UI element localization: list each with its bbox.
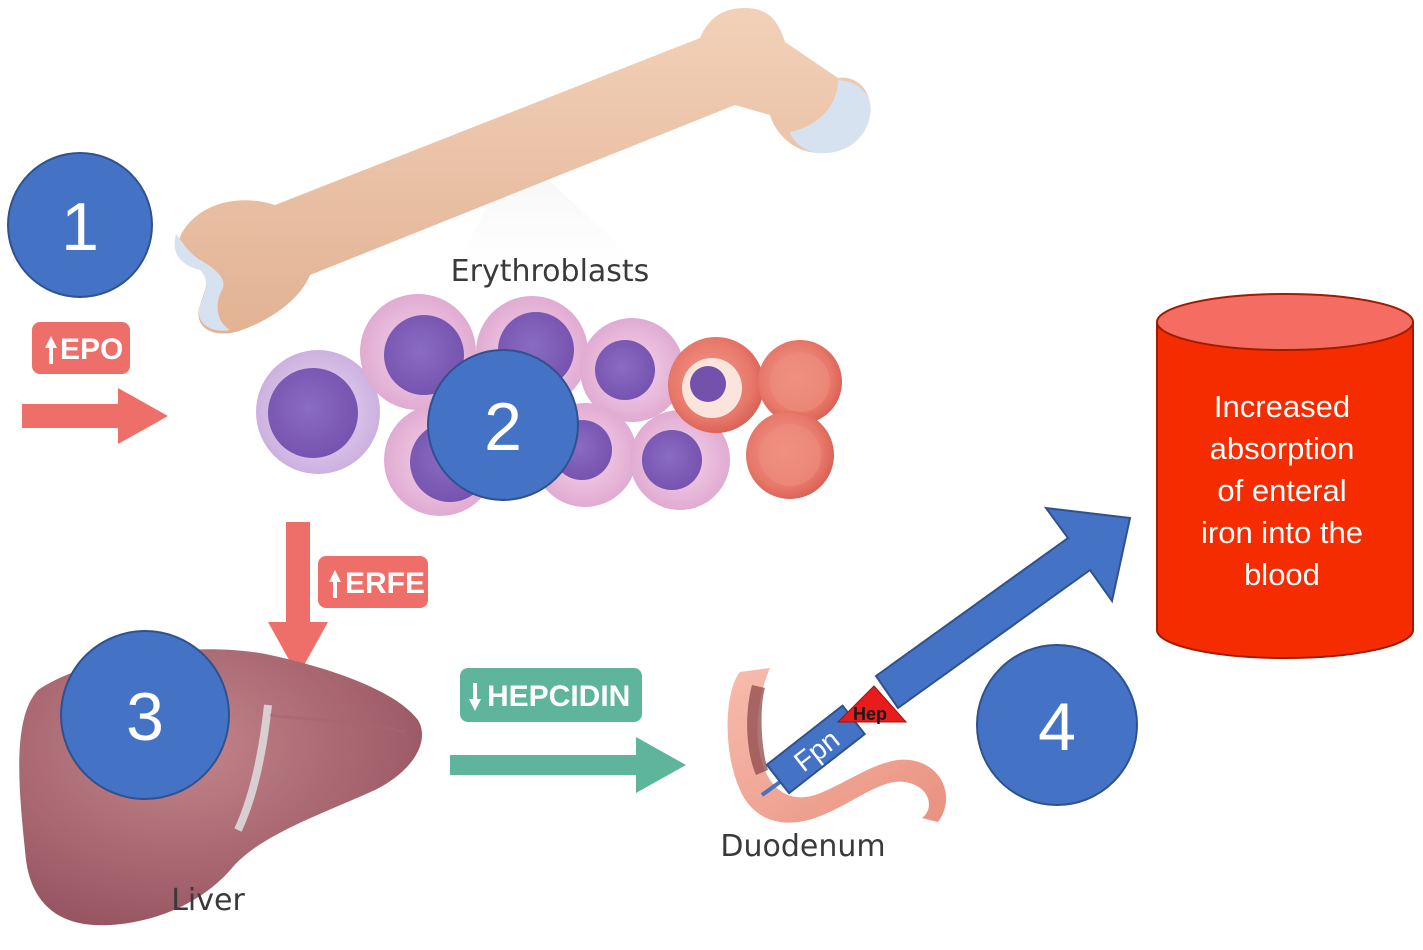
hep-label: Hep	[853, 704, 887, 724]
step-3-number: 3	[126, 679, 164, 755]
step-2-badge: 2	[427, 349, 579, 501]
femur-bone-icon	[174, 8, 871, 334]
liver-label: Liver	[171, 883, 245, 918]
step-1-number: 1	[61, 189, 99, 265]
result-line-2: absorption	[1210, 431, 1355, 466]
step-1-badge: 1	[7, 152, 153, 298]
erythroblasts-label: Erythroblasts	[451, 254, 650, 289]
result-text: Increased absorption of enteral iron int…	[1201, 389, 1363, 592]
hepcidin-label: HEPCIDIN	[487, 680, 630, 713]
erfe-label: ERFE	[345, 567, 425, 600]
up-arrow-icon	[329, 570, 341, 598]
result-line-5: blood	[1244, 557, 1320, 592]
hepcidin-signal: HEPCIDIN	[450, 668, 686, 793]
epo-tag	[32, 322, 130, 374]
erfe-arrow	[268, 522, 328, 676]
step-4-number: 4	[1038, 689, 1076, 765]
result-line-4: iron into the	[1201, 515, 1363, 550]
step-3-badge: 3	[60, 630, 230, 800]
femur-cartilage-bottom	[174, 234, 230, 331]
hepcidin-arrow	[450, 737, 686, 793]
up-arrow-icon	[45, 336, 57, 364]
duodenum-label: Duodenum	[720, 829, 885, 864]
result-line-1: Increased	[1214, 389, 1350, 424]
epo-signal: EPO	[22, 322, 168, 444]
erfe-signal: ERFE	[268, 522, 428, 676]
femur-shaft	[178, 8, 871, 334]
iron-export-arrow	[874, 506, 1132, 710]
step-2-number: 2	[484, 389, 522, 465]
epo-label: EPO	[60, 333, 123, 366]
femur-cartilage-top	[790, 80, 871, 154]
down-arrow-icon	[469, 683, 481, 711]
step-4-badge: 4	[976, 644, 1138, 806]
hepcidin-tag	[460, 668, 642, 722]
erfe-tag	[318, 556, 428, 608]
result-line-3: of enteral	[1217, 473, 1346, 508]
epo-arrow	[22, 388, 168, 444]
result-cylinder	[1156, 293, 1414, 659]
duodenum-icon	[727, 668, 947, 823]
hepcidin-triangle: Hep	[836, 685, 908, 724]
